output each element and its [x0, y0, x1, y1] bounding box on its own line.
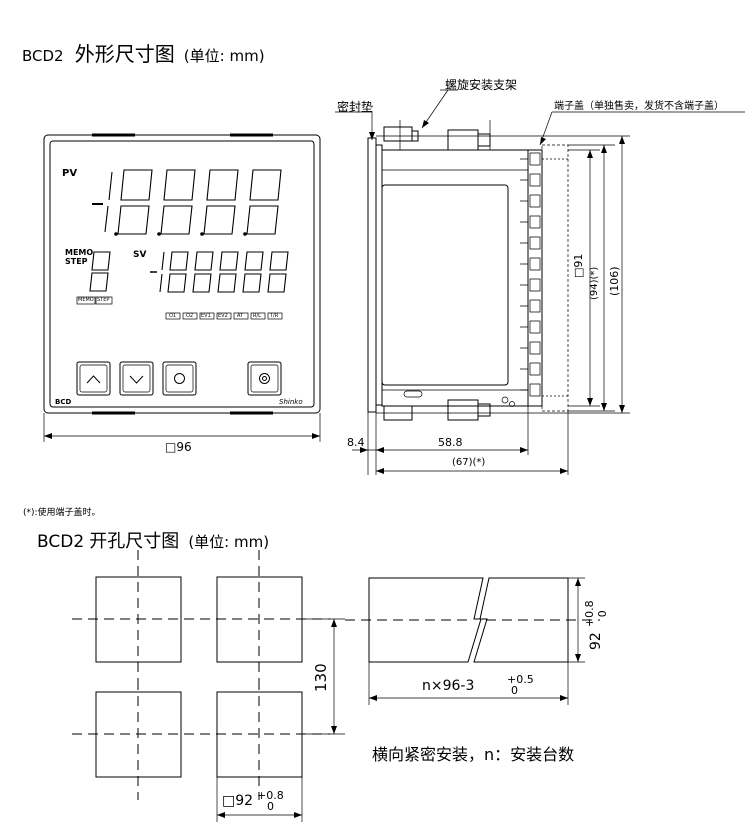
mounting-note: 横向紧密安装，n：安装台数: [372, 745, 575, 764]
dim-92-square-tol-zero: 0: [267, 800, 274, 813]
dim-92-vertical: 92 +0.8 0: [583, 588, 609, 650]
dim-8-4: 8.4: [347, 436, 365, 449]
outline-title-unit: (单位: mm): [183, 47, 265, 65]
indicator-ev2: EV2: [218, 313, 228, 319]
indicator-rl: R/L: [253, 313, 261, 319]
dim-130: 130: [312, 663, 330, 692]
indicator-tr: T/R: [270, 313, 279, 319]
up-key: [76, 361, 111, 396]
dim-92-tol-plus: +0.8: [583, 600, 596, 628]
indicator-o2: O2: [186, 313, 194, 319]
gasket-label: 密封垫: [337, 100, 374, 114]
cutout-title-text: 开孔尺寸图: [89, 531, 180, 552]
sv-label: SV: [133, 250, 147, 260]
footnote: (*):使用端子盖时。: [23, 508, 101, 518]
front-view: [43, 133, 321, 442]
cutout-title-model: BCD2: [37, 532, 85, 552]
dim-58-8: 58.8: [438, 436, 463, 449]
outline-title-text: 外形尺寸图: [74, 42, 175, 66]
terminal-cover-label: 端子盖（单独售卖，发货不含端子盖）: [554, 101, 724, 112]
indicator-ev1: EV1: [201, 313, 211, 319]
dim-92-value: 92: [588, 632, 604, 650]
pv-display: [92, 169, 282, 236]
outline-title-model: BCD2: [22, 47, 64, 65]
step-label: STEP: [65, 257, 88, 266]
n-tol-plus: +0.5: [507, 673, 534, 686]
side-view: [335, 89, 745, 475]
indicator-o1: O1: [169, 313, 177, 319]
outline-title: BCD2 外形尺寸图 (单位: mm): [22, 38, 265, 67]
dim-91: □91: [572, 253, 585, 278]
dim-92-square-value: □92: [222, 793, 254, 809]
sv-display: [150, 251, 289, 293]
memo-label: MEMO: [65, 248, 94, 257]
dim-92-tol-zero: 0: [596, 610, 609, 618]
step-display: [89, 251, 111, 292]
brand-logo: Shinko: [279, 398, 303, 406]
step-tag: STEP: [97, 297, 110, 303]
model-tag: BCD: [55, 398, 72, 406]
indicator-lamps: [165, 312, 283, 320]
dim-92-square-tol-plus: +0.8: [257, 789, 284, 802]
pv-label: PV: [62, 168, 78, 179]
cutout-title-unit: (单位: mm): [188, 533, 270, 551]
mode-key: [162, 361, 197, 396]
memo-tag: MEMO: [78, 297, 94, 303]
bracket-label: 螺旋安装支架: [445, 78, 518, 92]
cutout-drawing: [72, 550, 600, 822]
dim-92-square: □92: [222, 793, 253, 809]
cutout-title: BCD2 开孔尺寸图 (单位: mm): [37, 527, 269, 553]
n-tol-zero: 0: [511, 684, 518, 697]
down-key: [119, 361, 154, 396]
dim-94: (94)(*): [589, 266, 600, 300]
dim-106: (106): [608, 266, 621, 296]
dim-67: (67)(*): [452, 457, 486, 468]
width-dimension: □96: [165, 440, 192, 454]
indicator-at: AT: [237, 313, 244, 319]
n-dimension: n×96-3: [422, 678, 475, 694]
enter-key: [247, 361, 282, 396]
